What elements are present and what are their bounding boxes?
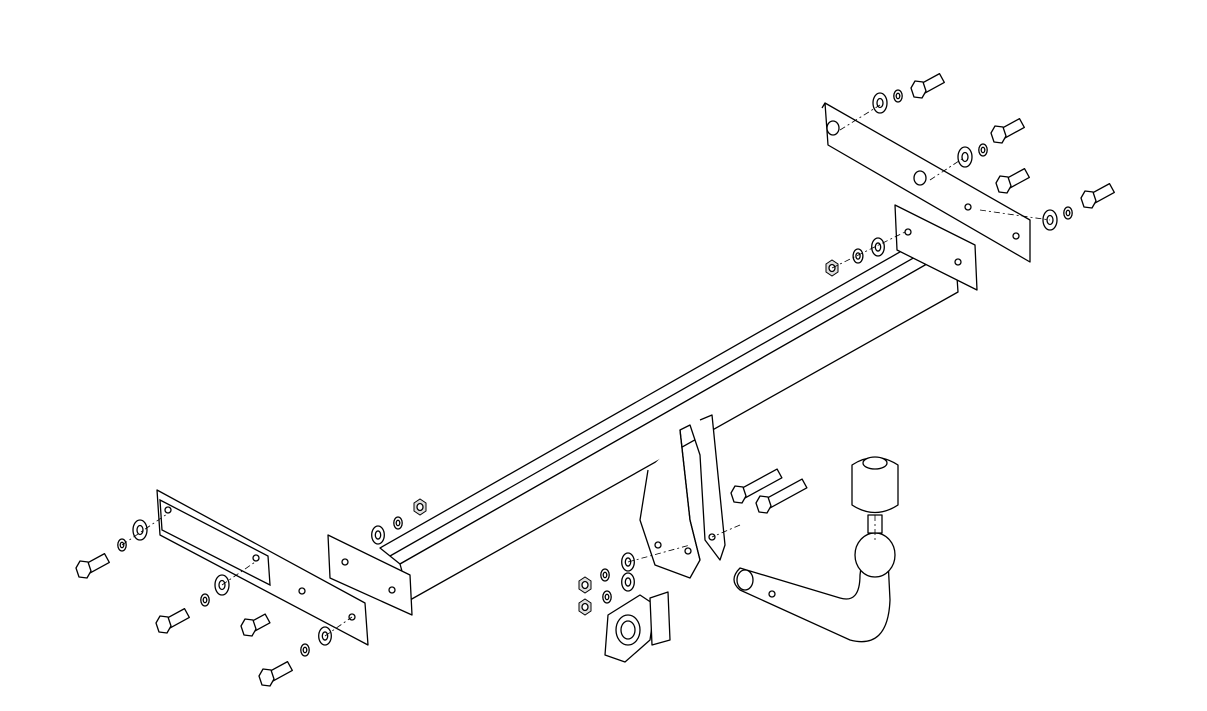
centerline [627,544,691,563]
nut-hole [581,602,589,612]
bolt-head-icon [730,485,747,504]
washer-hole [624,577,632,587]
bolt-head-icon [990,125,1007,144]
bolt-head-icon [75,560,92,579]
bolt-head-icon [755,495,772,514]
centerline [839,104,881,131]
washer-hole [602,571,608,579]
centerline [979,209,1051,221]
main-crossbeam [327,204,978,616]
centerline [121,511,171,546]
bolt-head-icon [995,175,1012,194]
washer-hole [136,524,144,536]
washer-hole [604,593,610,601]
washer-hole [961,151,969,163]
bolt-head-icon [155,615,172,634]
right-chassis-bracket [821,102,1031,263]
nut-hole [581,580,589,590]
centerline [711,524,741,538]
washer-hole [374,530,382,540]
washer-hole [202,596,208,604]
bolt-head-icon [910,80,927,99]
washer-hole [1065,209,1071,217]
tow-ball-assembly [733,456,899,643]
bolt-head-icon [258,668,275,687]
washer-hole [876,97,884,109]
washer-hole [855,252,861,260]
hardware-set [75,72,1115,687]
washer-hole [395,519,401,527]
washer-hole [895,92,901,100]
socket-plate [604,591,671,663]
nut-hole [416,502,424,512]
bolt-head-icon [1080,190,1097,209]
centerline [324,616,353,637]
washer-hole [302,646,308,654]
washer-hole [980,146,986,154]
washer-hole [874,242,882,252]
bolt-head-icon [240,618,257,637]
